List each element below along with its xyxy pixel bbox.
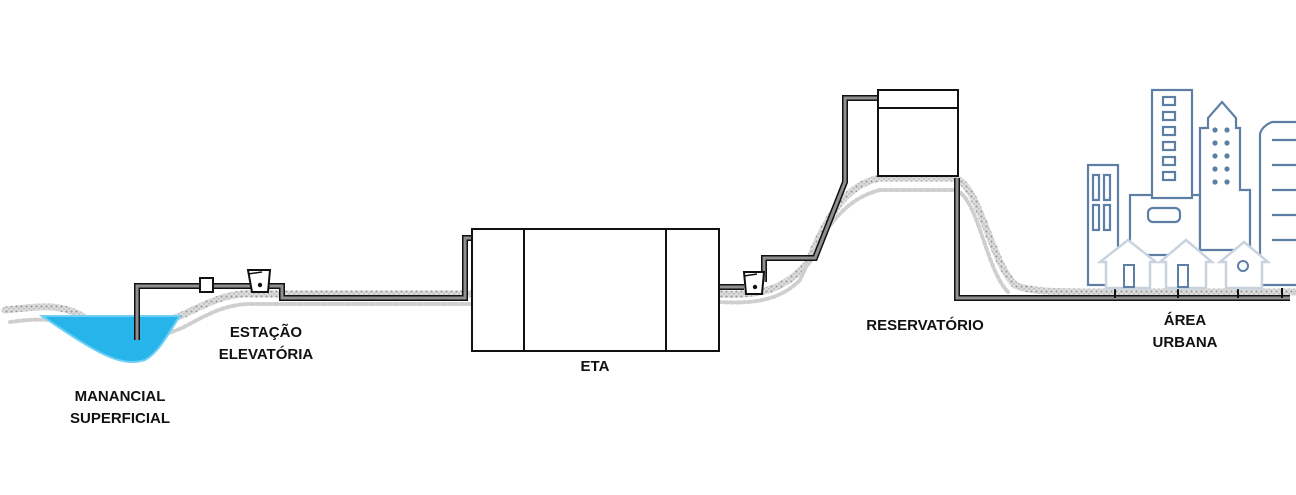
label-line: SUPERFICIAL	[69, 410, 170, 427]
label-line: ELEVATÓRIA	[218, 346, 314, 363]
building-spire	[1198, 100, 1252, 252]
house-window	[1237, 260, 1249, 272]
label-estacao-elevatoria: ESTAÇÃO ELEVATÓRIA	[196, 322, 336, 366]
pipe-network	[134, 95, 1290, 340]
reservoir-tank	[877, 89, 959, 177]
building-sign	[1146, 206, 1182, 224]
label-line: ÁREA	[1163, 312, 1207, 329]
pump-station-icon	[246, 269, 272, 293]
label-line: MANANCIAL	[74, 388, 166, 405]
building-left	[1086, 163, 1120, 287]
building-tower	[1150, 88, 1194, 200]
building-right	[1258, 120, 1296, 287]
house-door	[1177, 264, 1189, 288]
label-line: ESTAÇÃO	[229, 324, 303, 341]
label-line: URBANA	[1152, 334, 1218, 351]
house-door	[1123, 264, 1135, 288]
label-manancial-superficial: MANANCIAL SUPERFICIAL	[50, 386, 190, 430]
pump-icon	[742, 271, 766, 295]
label-reservatorio: RESERVATÓRIO	[866, 317, 984, 334]
label-area-urbana: ÁREA URBANA	[1130, 310, 1240, 354]
urban-area-illustration	[1086, 88, 1296, 290]
eta-treatment-plant	[471, 228, 720, 352]
label-eta: ETA	[580, 358, 610, 375]
surface-water-body	[38, 315, 182, 364]
valve-box	[199, 277, 214, 293]
